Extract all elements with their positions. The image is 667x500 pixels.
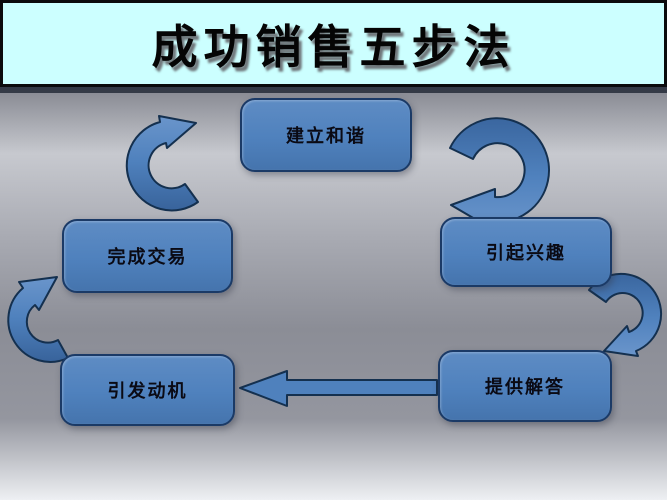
step-node-provide-answers: 提供解答: [438, 350, 612, 422]
step-node-arouse-interest: 引起兴趣: [440, 217, 612, 287]
step-label-provide-answers: 提供解答: [485, 377, 565, 398]
step-label-close-deal: 完成交易: [107, 247, 188, 268]
title-separator: [0, 87, 667, 93]
step-label-trigger-motivation: 引发动机: [107, 381, 188, 402]
step-node-close-deal: 完成交易: [62, 219, 233, 293]
step-node-build-rapport: 建立和谐: [240, 98, 412, 172]
step-label-build-rapport: 建立和谐: [286, 126, 366, 147]
arrow-provide-answers-to-trigger-motivation-icon: [239, 370, 438, 407]
slide-title: 成功销售五步法: [151, 19, 516, 74]
arrow-arouse-interest-to-provide-answers-icon: [588, 272, 663, 357]
step-node-trigger-motivation: 引发动机: [60, 354, 235, 426]
arrow-trigger-motivation-to-close-deal-icon: [7, 276, 69, 363]
title-banner: 成功销售五步法: [0, 0, 667, 87]
arrow-build-rapport-to-arouse-interest-icon: [449, 117, 550, 230]
arrow-close-deal-to-build-rapport-icon: [125, 115, 199, 212]
step-label-arouse-interest: 引起兴趣: [486, 243, 566, 264]
